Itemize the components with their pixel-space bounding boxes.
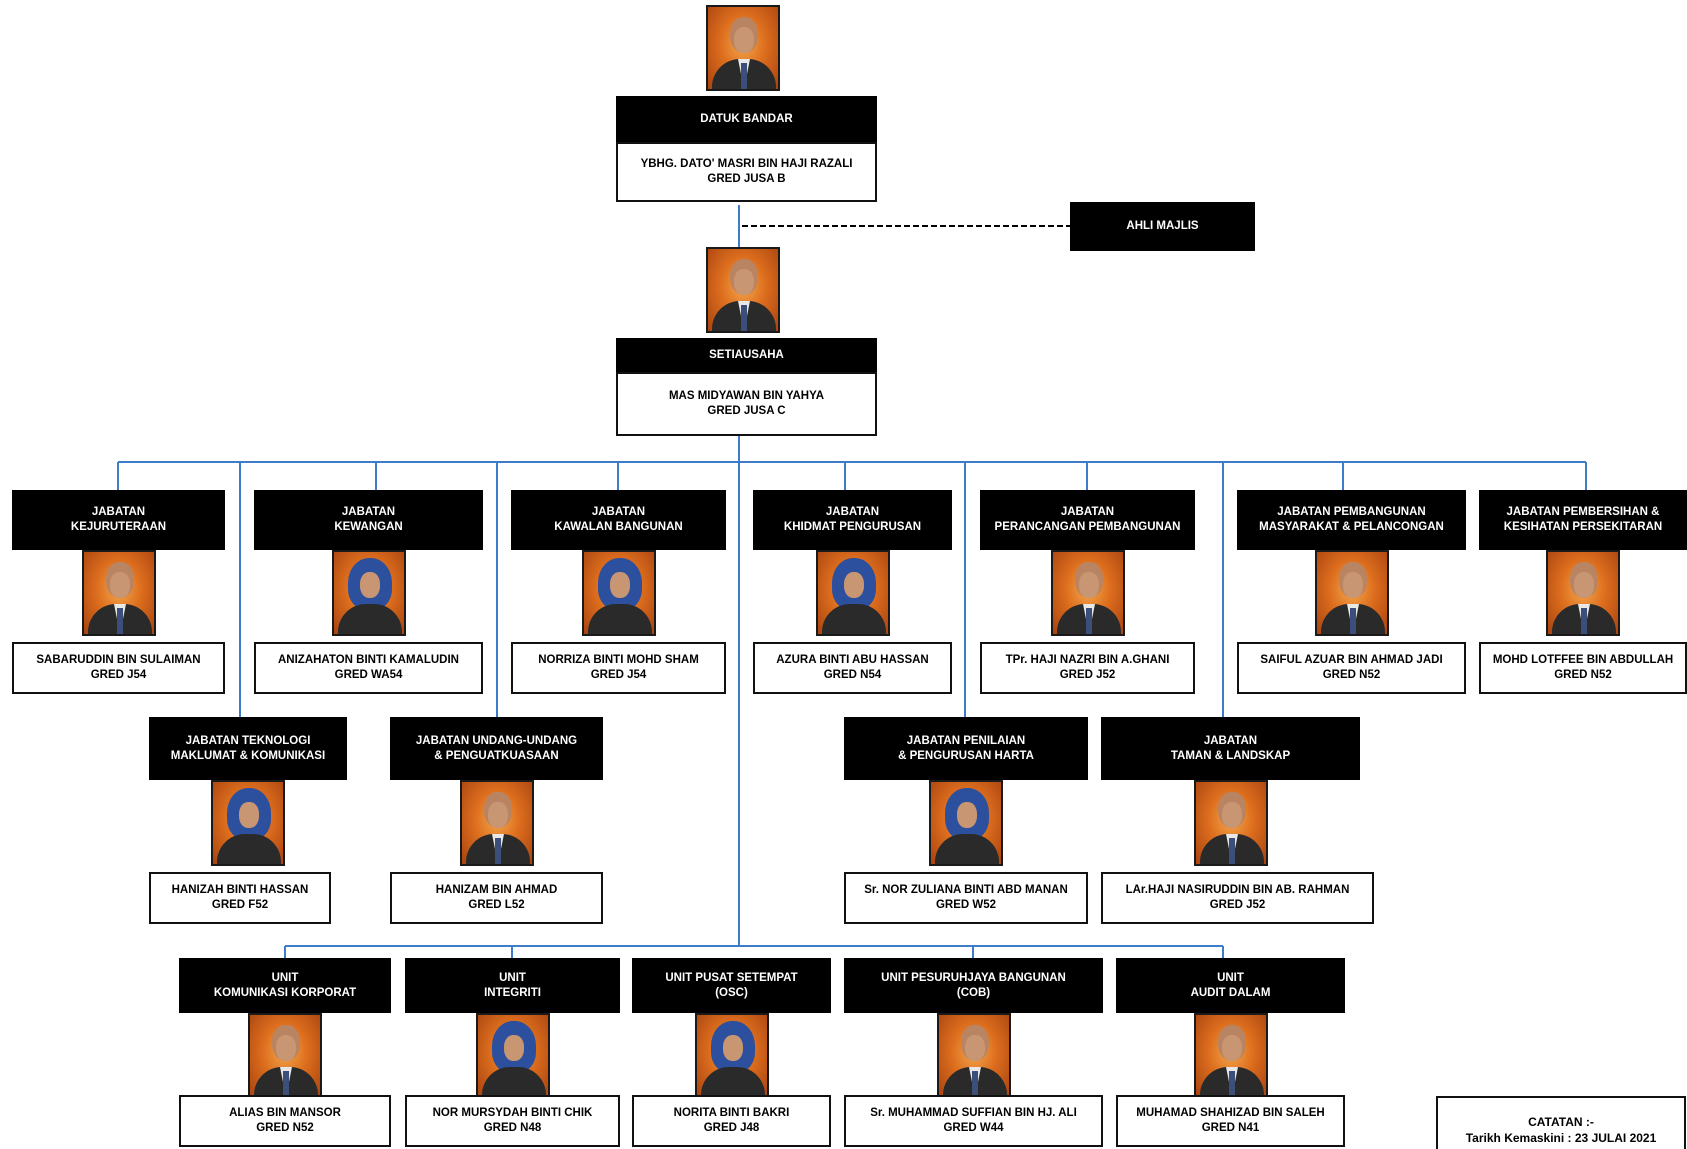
unit-title: UNIT PESURUHJAYA BANGUNAN (COB) [844,958,1103,1013]
person-name: AZURA BINTI ABU HASSAN [776,654,929,666]
department-info: ANIZAHATON BINTI KAMALUDIN GRED WA54 [254,642,483,694]
unit-title: UNIT PUSAT SETEMPAT (OSC) [632,958,831,1013]
department-title: JABATAN TAMAN & LANDSKAP [1101,717,1360,780]
person-grade: GRED J54 [590,669,647,681]
person-grade: GRED W44 [943,1122,1004,1134]
person-grade: GRED N52 [1554,669,1612,681]
person-name: ALIAS BIN MANSOR [229,1107,341,1119]
department-title: JABATAN PERANCANGAN PEMBANGUNAN [980,490,1195,550]
secretary-title: SETIAUSAHA [616,338,877,372]
department-info: SABARUDDIN BIN SULAIMAN GRED J54 [12,642,225,694]
department-title: JABATAN PENILAIAN & PENGURUSAN HARTA [844,717,1088,780]
department-photo [1315,550,1389,636]
department-info: Sr. NOR ZULIANA BINTI ABD MANAN GRED W52 [844,872,1088,924]
department-title: JABATAN KEWANGAN [254,490,483,550]
person-grade: GRED J48 [703,1122,760,1134]
person-grade: GRED J54 [90,669,147,681]
department-photo [332,550,406,636]
person-name: MOHD LOTFFEE BIN ABDULLAH [1492,654,1674,666]
mayor-name: YBHG. DATO' MASRI BIN HAJI RAZALI [640,158,853,170]
department-photo [1546,550,1620,636]
department-photo [582,550,656,636]
person-grade: GRED N52 [256,1122,314,1134]
secretary-name: MAS MIDYAWAN BIN YAHYA [668,390,825,402]
person-name: NOR MURSYDAH BINTI CHIK [432,1107,593,1119]
person-grade: GRED N48 [483,1122,542,1134]
department-title: JABATAN UNDANG-UNDANG & PENGUATKUASAAN [390,717,603,780]
person-grade: GRED W52 [935,899,997,911]
person-name: SAIFUL AZUAR BIN AHMAD JADI [1260,654,1443,666]
person-name: LAr.HAJI NASIRUDDIN BIN AB. RAHMAN [1125,884,1350,896]
mayor-info: YBHG. DATO' MASRI BIN HAJI RAZALI GRED J… [616,142,877,202]
person-name: HANIZAM BIN AHMAD [435,884,558,896]
department-info: HANIZAM BIN AHMAD GRED L52 [390,872,603,924]
person-grade: GRED N54 [823,669,882,681]
secretary-info: MAS MIDYAWAN BIN YAHYA GRED JUSA C [616,372,877,436]
department-photo [929,780,1003,866]
unit-info: NORITA BINTI BAKRI GRED J48 [632,1095,831,1147]
person-name: NORRIZA BINTI MOHD SHAM [538,654,699,666]
person-grade: GRED J52 [1059,669,1116,681]
unit-info: NOR MURSYDAH BINTI CHIK GRED N48 [405,1095,620,1147]
department-title: JABATAN KHIDMAT PENGURUSAN [753,490,952,550]
department-photo [82,550,156,636]
unit-photo [695,1013,769,1099]
secretary-grade: GRED JUSA C [707,405,786,417]
secretary-photo [706,247,780,333]
unit-title: UNIT AUDIT DALAM [1116,958,1345,1013]
person-name: HANIZAH BINTI HASSAN [171,884,309,896]
unit-title: UNIT KOMUNIKASI KORPORAT [179,958,391,1013]
unit-photo [476,1013,550,1099]
update-note: CATATAN :- Tarikh Kemaskini : 23 JULAI 2… [1436,1096,1686,1149]
mayor-grade: GRED JUSA B [707,173,786,185]
person-name: TPr. HAJI NAZRI BIN A.GHANI [1005,654,1170,666]
person-name: ANIZAHATON BINTI KAMALUDIN [277,654,459,666]
department-title: JABATAN PEMBANGUNAN MASYARAKAT & PELANCO… [1237,490,1466,550]
department-title: JABATAN PEMBERSIHAN & KESIHATAN PERSEKIT… [1479,490,1687,550]
person-grade: GRED WA54 [334,669,403,681]
unit-info: Sr. MUHAMMAD SUFFIAN BIN HJ. ALI GRED W44 [844,1095,1103,1147]
department-photo [1051,550,1125,636]
council-box: AHLI MAJLIS [1070,202,1255,251]
unit-info: ALIAS BIN MANSOR GRED N52 [179,1095,391,1147]
person-grade: GRED F52 [211,899,269,911]
department-photo [211,780,285,866]
person-grade: GRED J52 [1209,899,1266,911]
person-name: NORITA BINTI BAKRI [673,1107,790,1119]
person-name: Sr. NOR ZULIANA BINTI ABD MANAN [864,884,1068,896]
mayor-photo [706,5,780,91]
note-updated: Tarikh Kemaskini : 23 JULAI 2021 [1465,1131,1657,1145]
department-photo [460,780,534,866]
note-label: CATATAN :- [1528,1115,1594,1129]
department-info: LAr.HAJI NASIRUDDIN BIN AB. RAHMAN GRED J… [1101,872,1374,924]
person-name: SABARUDDIN BIN SULAIMAN [36,654,201,666]
department-title: JABATAN KEJURUTERAAN [12,490,225,550]
unit-info: MUHAMAD SHAHIZAD BIN SALEH GRED N41 [1116,1095,1345,1147]
department-info: MOHD LOTFFEE BIN ABDULLAH GRED N52 [1479,642,1687,694]
department-info: SAIFUL AZUAR BIN AHMAD JADI GRED N52 [1237,642,1466,694]
person-grade: GRED N52 [1322,669,1381,681]
person-grade: GRED L52 [468,899,525,911]
department-info: NORRIZA BINTI MOHD SHAM GRED J54 [511,642,726,694]
person-name: MUHAMAD SHAHIZAD BIN SALEH [1136,1107,1325,1119]
department-info: HANIZAH BINTI HASSAN GRED F52 [149,872,331,924]
unit-photo [1194,1013,1268,1099]
department-photo [1194,780,1268,866]
unit-photo [248,1013,322,1099]
department-title: JABATAN TEKNOLOGI MAKLUMAT & KOMUNIKASI [149,717,347,780]
department-photo [816,550,890,636]
person-grade: GRED N41 [1201,1122,1260,1134]
unit-title: UNIT INTEGRITI [405,958,620,1013]
mayor-title: DATUK BANDAR [616,96,877,142]
person-name: Sr. MUHAMMAD SUFFIAN BIN HJ. ALI [870,1107,1077,1119]
department-title: JABATAN KAWALAN BANGUNAN [511,490,726,550]
department-info: TPr. HAJI NAZRI BIN A.GHANI GRED J52 [980,642,1195,694]
department-info: AZURA BINTI ABU HASSAN GRED N54 [753,642,952,694]
unit-photo [937,1013,1011,1099]
